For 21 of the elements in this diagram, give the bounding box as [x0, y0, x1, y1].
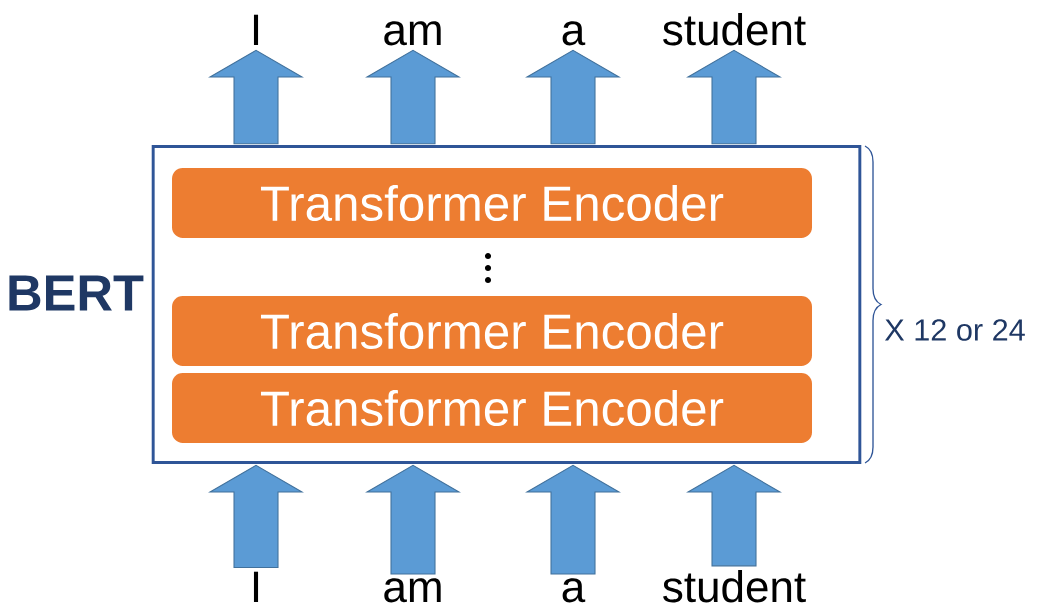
word: a [562, 21, 586, 46]
block-arrow [686, 464, 782, 567]
block-arrow [365, 49, 461, 145]
word: student [663, 570, 806, 603]
repeat-label: X 12 or 24 [884, 319, 1025, 341]
block-arrow [686, 49, 782, 145]
word: student [663, 13, 806, 46]
encoder-box: Transformer Encoder [172, 373, 812, 443]
block-arrow [525, 464, 621, 575]
word: I [253, 14, 259, 45]
word: am [384, 578, 441, 603]
encoder-box: Transformer Encoder [172, 296, 812, 366]
word: a [562, 578, 586, 603]
block-arrow [208, 49, 304, 145]
word: I [253, 571, 259, 602]
model-label: BERT [9, 275, 144, 311]
block-arrow [208, 464, 304, 568]
block-arrow [525, 49, 621, 145]
encoder-box: Transformer Encoder [172, 168, 812, 238]
block-arrow [365, 464, 461, 575]
word: am [384, 21, 441, 46]
